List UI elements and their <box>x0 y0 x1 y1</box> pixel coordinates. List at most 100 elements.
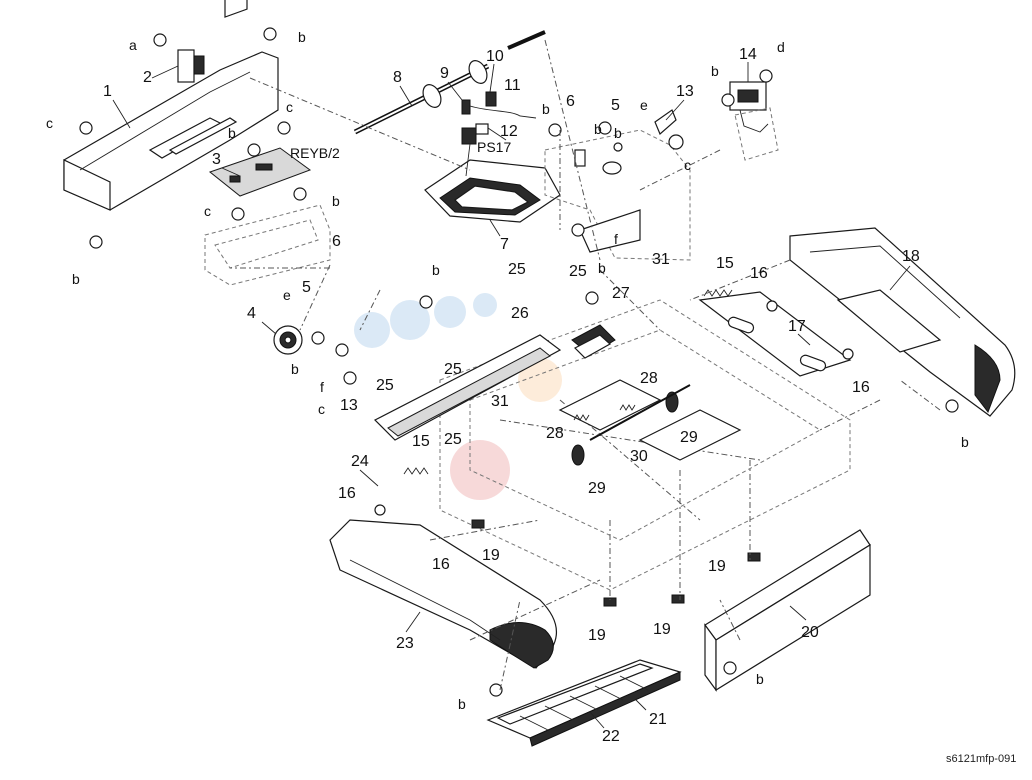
label-b-2: b <box>228 125 236 141</box>
fastener-letter-labels: a b b b b b b b b b b b b b b c c c c c … <box>46 29 969 712</box>
callout-16b: 16 <box>852 379 870 396</box>
callout-25d: 25 <box>376 377 394 394</box>
part-7-chute <box>424 159 561 223</box>
label-c-5: c <box>684 157 691 173</box>
label-b-5: b <box>432 262 440 278</box>
callout-19d: 19 <box>653 621 671 638</box>
callout-1: 1 <box>103 83 112 100</box>
board-label-reyb: REYB/2 <box>290 145 340 161</box>
callout-19c: 19 <box>588 627 606 644</box>
callout-16a: 16 <box>750 265 768 282</box>
label-f-1: f <box>320 379 324 395</box>
label-c-4: c <box>318 401 325 417</box>
part-27-block <box>571 324 616 359</box>
label-b-12: b <box>756 671 764 687</box>
callout-23: 23 <box>396 635 414 652</box>
callout-10: 10 <box>486 48 504 65</box>
callout-15a: 15 <box>716 255 734 272</box>
callout-29b: 29 <box>588 480 606 497</box>
part-30-shaft <box>589 384 691 441</box>
callout-25b: 25 <box>569 263 587 280</box>
part-2-sensor-bracket <box>177 49 205 83</box>
callout-5a: 5 <box>302 279 311 296</box>
label-d: d <box>777 39 785 55</box>
callout-6a: 6 <box>332 233 341 250</box>
callout-7: 7 <box>500 236 509 253</box>
part-15-spring-lower <box>403 467 429 475</box>
part-9-12-sensor-harness <box>461 91 537 177</box>
label-c-3: c <box>204 203 211 219</box>
label-b-6: b <box>291 361 299 377</box>
callout-30: 30 <box>630 448 648 465</box>
callout-3: 3 <box>212 151 221 168</box>
right-upper-bracket-frame <box>544 109 691 261</box>
callout-27: 27 <box>612 285 630 302</box>
part-20-side-panel <box>704 529 871 692</box>
callout-31b: 31 <box>491 393 509 410</box>
tray-ribs <box>519 675 649 731</box>
callout-22: 22 <box>602 728 620 745</box>
callout-19a: 19 <box>482 547 500 564</box>
callout-9: 9 <box>440 65 449 82</box>
dashed-mount-frame-left <box>204 204 331 286</box>
part-15-spring-upper <box>703 289 733 297</box>
part-26-guide-plate <box>373 334 562 441</box>
callout-26: 26 <box>511 305 529 322</box>
board-label-ps17: PS17 <box>477 139 511 155</box>
callout-25a: 25 <box>508 261 526 278</box>
screws <box>79 27 959 697</box>
callout-28b: 28 <box>546 425 564 442</box>
part-21-22-output-tray <box>486 659 682 747</box>
label-b-3: b <box>332 193 340 209</box>
watermark-logo <box>354 293 562 500</box>
label-c-1: c <box>46 115 53 131</box>
callout-17: 17 <box>788 318 806 335</box>
callout-2: 2 <box>143 69 152 86</box>
callout-25e: 25 <box>444 431 462 448</box>
part-19-feet <box>471 519 761 607</box>
label-b-14: b <box>614 125 622 141</box>
assembly-lines <box>230 39 941 691</box>
label-b-10: b <box>598 260 606 276</box>
callout-4: 4 <box>247 305 256 322</box>
callout-15b: 15 <box>412 433 430 450</box>
label-c-2: c <box>286 99 293 115</box>
callout-16d: 16 <box>432 556 450 573</box>
label-b-7: b <box>542 101 550 117</box>
part-4-gear <box>273 325 303 355</box>
callout-16c: 16 <box>338 485 356 502</box>
callout-24: 24 <box>351 453 369 470</box>
callout-21: 21 <box>649 711 667 728</box>
figure-code: s6121mfp-091 <box>946 753 1016 765</box>
label-e-1: e <box>283 287 291 303</box>
callout-28a: 28 <box>640 370 658 387</box>
callout-18: 18 <box>902 248 920 265</box>
callout-13a: 13 <box>676 83 694 100</box>
callout-6b: 6 <box>566 93 575 110</box>
callout-11: 11 <box>504 77 521 94</box>
callout-20: 20 <box>801 624 819 641</box>
label-b-8: b <box>594 121 602 137</box>
part-1-frame-bracket <box>63 0 279 211</box>
label-b-11: b <box>961 434 969 450</box>
callout-14: 14 <box>739 46 757 63</box>
callout-29a: 29 <box>680 429 698 446</box>
callout-19b: 19 <box>708 558 726 575</box>
part-8-shaft <box>353 30 546 135</box>
label-b-13: b <box>458 696 466 712</box>
part-14-connector <box>729 81 779 161</box>
callout-12: 12 <box>500 123 518 140</box>
label-f-2: f <box>614 231 618 247</box>
callout-8: 8 <box>393 69 402 86</box>
callout-25c: 25 <box>444 361 462 378</box>
callout-labels: 1 2 3 4 5 5 6 6 7 8 9 10 11 12 13 13 14 … <box>103 46 920 745</box>
label-b-9: b <box>711 63 719 79</box>
part-17-rack-plate <box>698 291 852 377</box>
label-e-2: e <box>640 97 648 113</box>
label-b-1: b <box>298 29 306 45</box>
callout-leaders <box>112 62 911 729</box>
part-28-springs <box>573 404 636 421</box>
part-23-front-cover <box>329 519 558 669</box>
callout-31a: 31 <box>652 251 670 268</box>
